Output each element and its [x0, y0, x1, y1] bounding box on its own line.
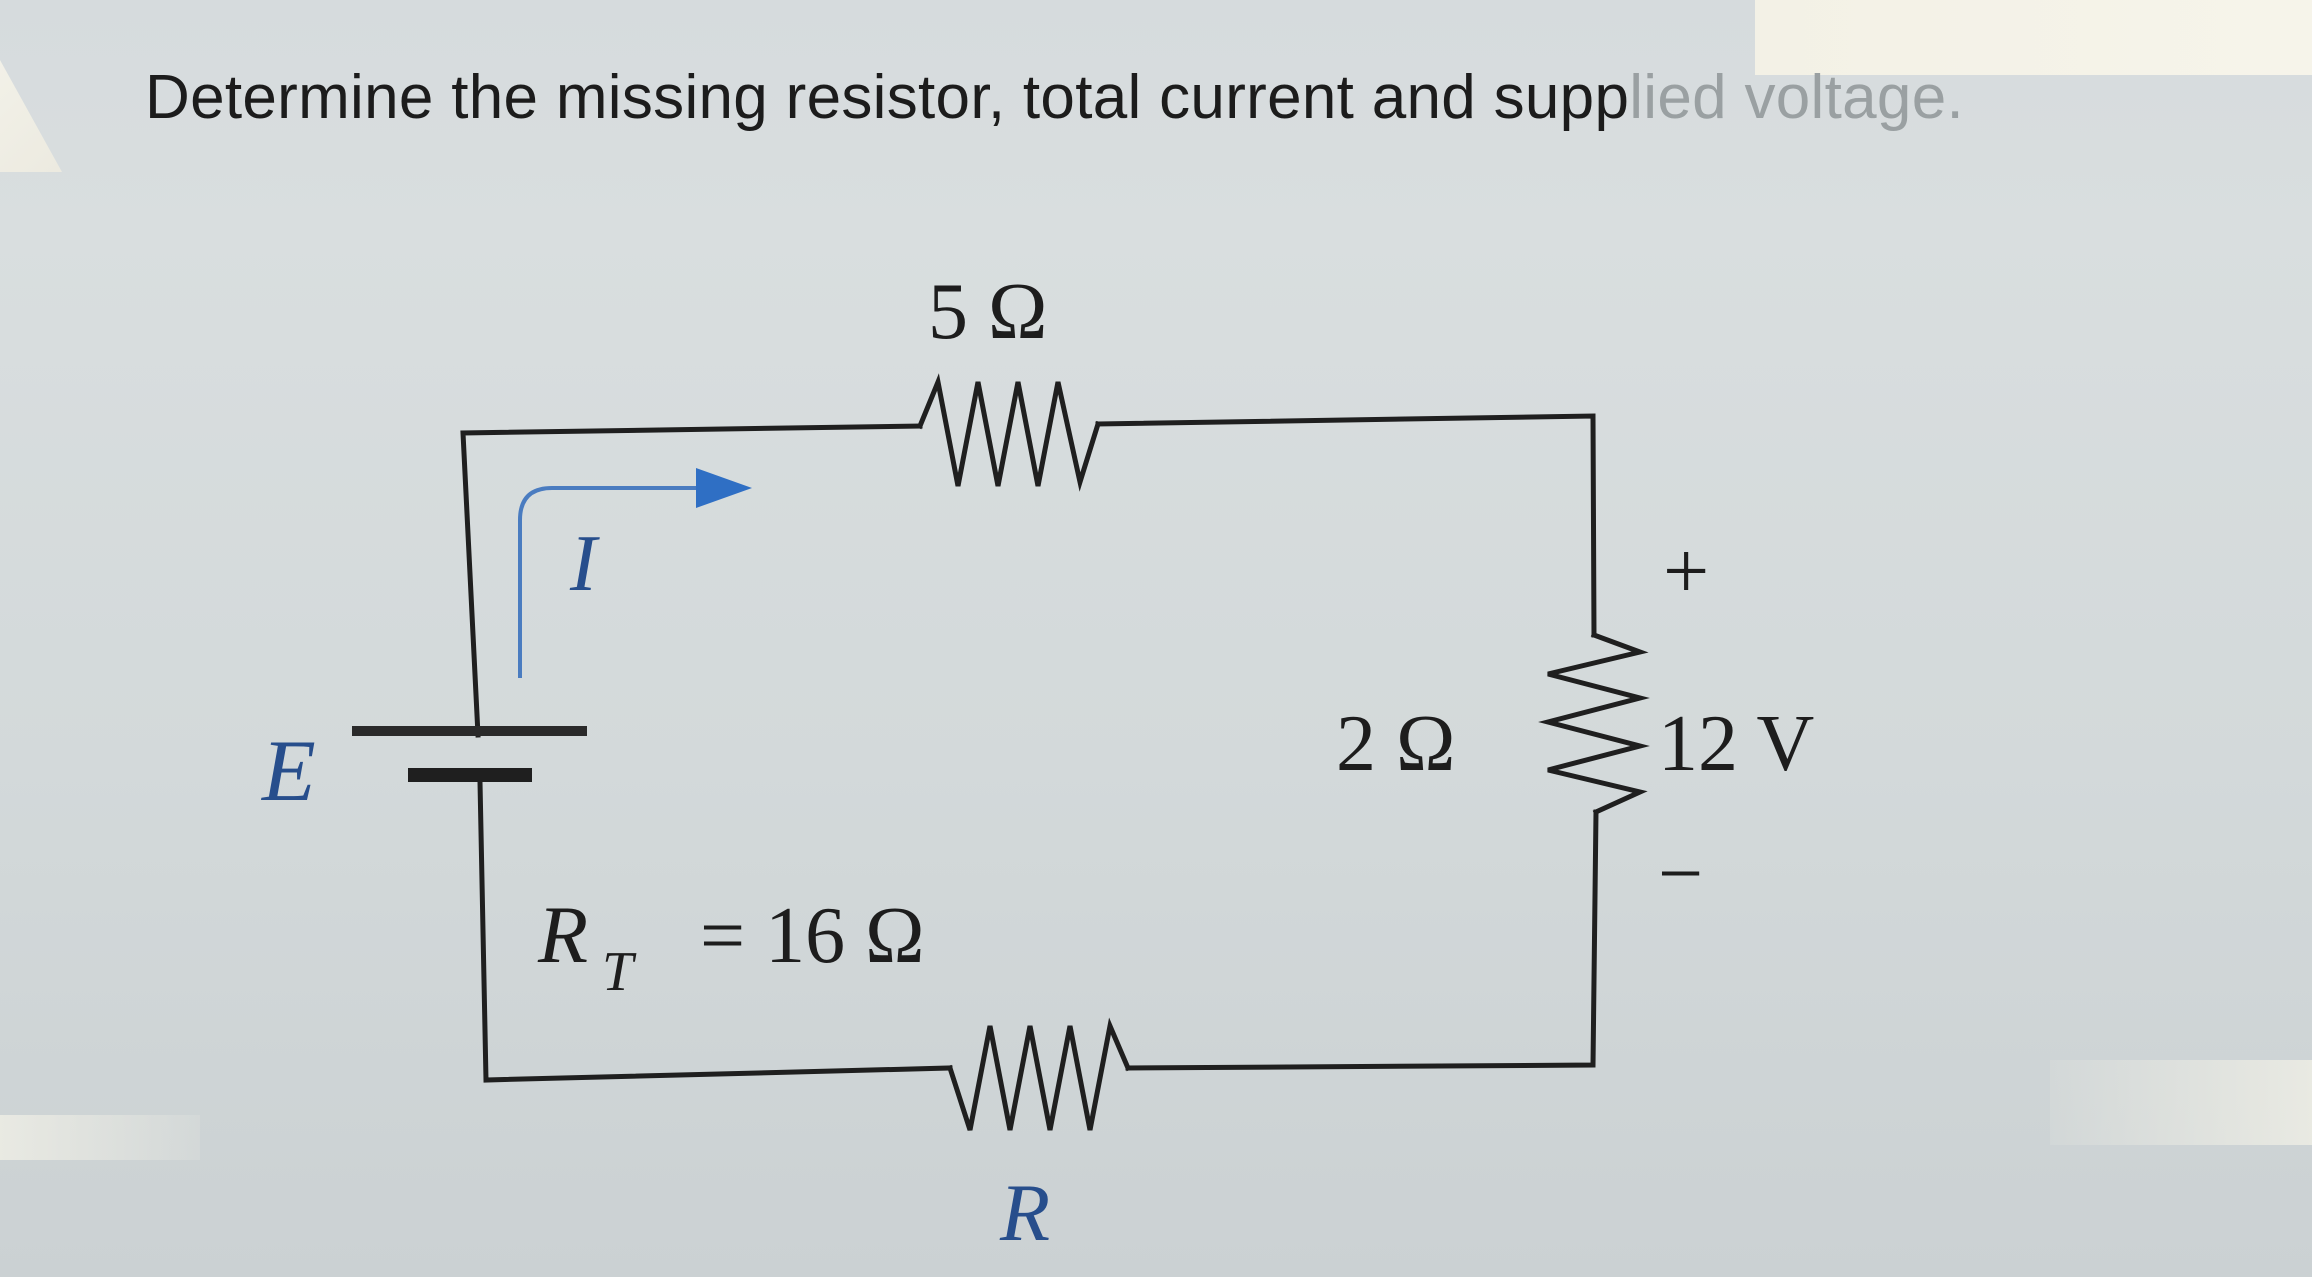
- top-right-wire: [1095, 413, 1597, 638]
- question-main: Determine the missing resistor, total cu…: [145, 63, 1630, 132]
- current-arrow-head: [696, 468, 752, 508]
- top-left-wire: [460, 423, 923, 738]
- bottom-resistor-label: R: [999, 1167, 1050, 1258]
- bottom-resistor: [946, 1017, 1132, 1131]
- total-resistance-symbol: R: [537, 889, 588, 980]
- minus-sign: −: [1658, 830, 1703, 918]
- bottom-left-wire: [477, 779, 953, 1083]
- current-arrow: [518, 468, 752, 678]
- battery: [352, 726, 587, 782]
- question-faded: lied voltage.: [1629, 63, 1965, 132]
- right-resistor-label: 2 Ω: [1336, 700, 1455, 788]
- current-label: I: [569, 520, 600, 608]
- plus-sign: +: [1663, 525, 1709, 616]
- glare-top-right: [1755, 0, 2312, 75]
- circuit-wires: [460, 373, 1650, 1131]
- battery-long-plate: [352, 726, 587, 736]
- total-resistance-subscript: T: [602, 941, 637, 1003]
- source-label: E: [260, 723, 316, 820]
- glare-bottom-right: [2050, 1060, 2312, 1145]
- current-arrow-line: [518, 486, 700, 678]
- top-resistor-label: 5 Ω: [928, 268, 1047, 356]
- total-resistance-value: = 16 Ω: [700, 892, 925, 980]
- right-voltage-label: 12 V: [1658, 700, 1814, 788]
- question-text: Determine the missing resistor, total cu…: [145, 62, 1964, 133]
- right-resistor: [1538, 631, 1650, 816]
- glare-bottom-left: [0, 1115, 200, 1160]
- bottom-right-wire: [1125, 809, 1599, 1071]
- battery-short-plate: [408, 768, 532, 782]
- top-resistor: [916, 373, 1102, 492]
